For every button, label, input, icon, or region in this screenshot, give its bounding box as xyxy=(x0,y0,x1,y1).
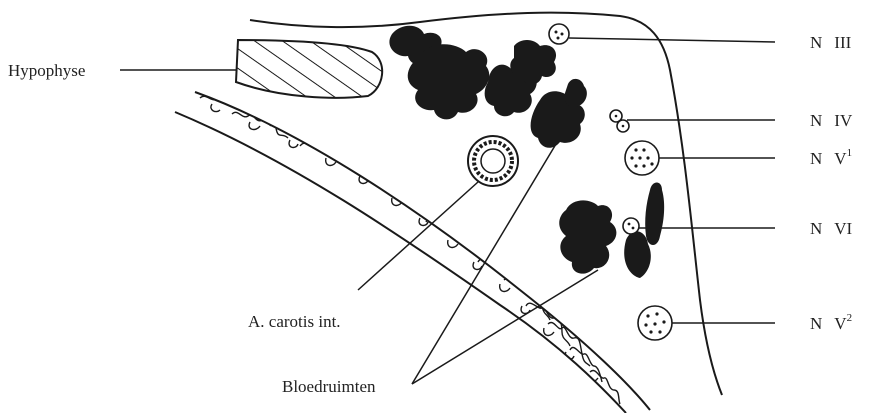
leader-carotis xyxy=(358,182,478,290)
nerve-vi-circle xyxy=(623,218,639,234)
nerve-v2-circle xyxy=(638,306,672,340)
blood-space-7 xyxy=(559,200,616,273)
label-bloedruimten: Bloedruimten xyxy=(282,377,376,396)
label-carotis: A. carotis int. xyxy=(248,312,341,331)
nerve-iv-circle xyxy=(610,110,629,132)
nerve-v1-circle xyxy=(625,141,659,175)
blood-space-6 xyxy=(564,79,587,107)
bone-lower-edge xyxy=(175,112,626,413)
carotis-artery xyxy=(468,136,518,186)
leader-n-iii xyxy=(569,38,775,42)
hypophyse-shape xyxy=(236,40,382,98)
leader-bloedruimte-b xyxy=(412,270,598,384)
blood-space-9 xyxy=(645,183,664,246)
label-hypophyse: Hypophyse xyxy=(8,61,85,80)
nerve-iii-circle xyxy=(549,24,569,44)
blood-spaces xyxy=(389,26,664,278)
